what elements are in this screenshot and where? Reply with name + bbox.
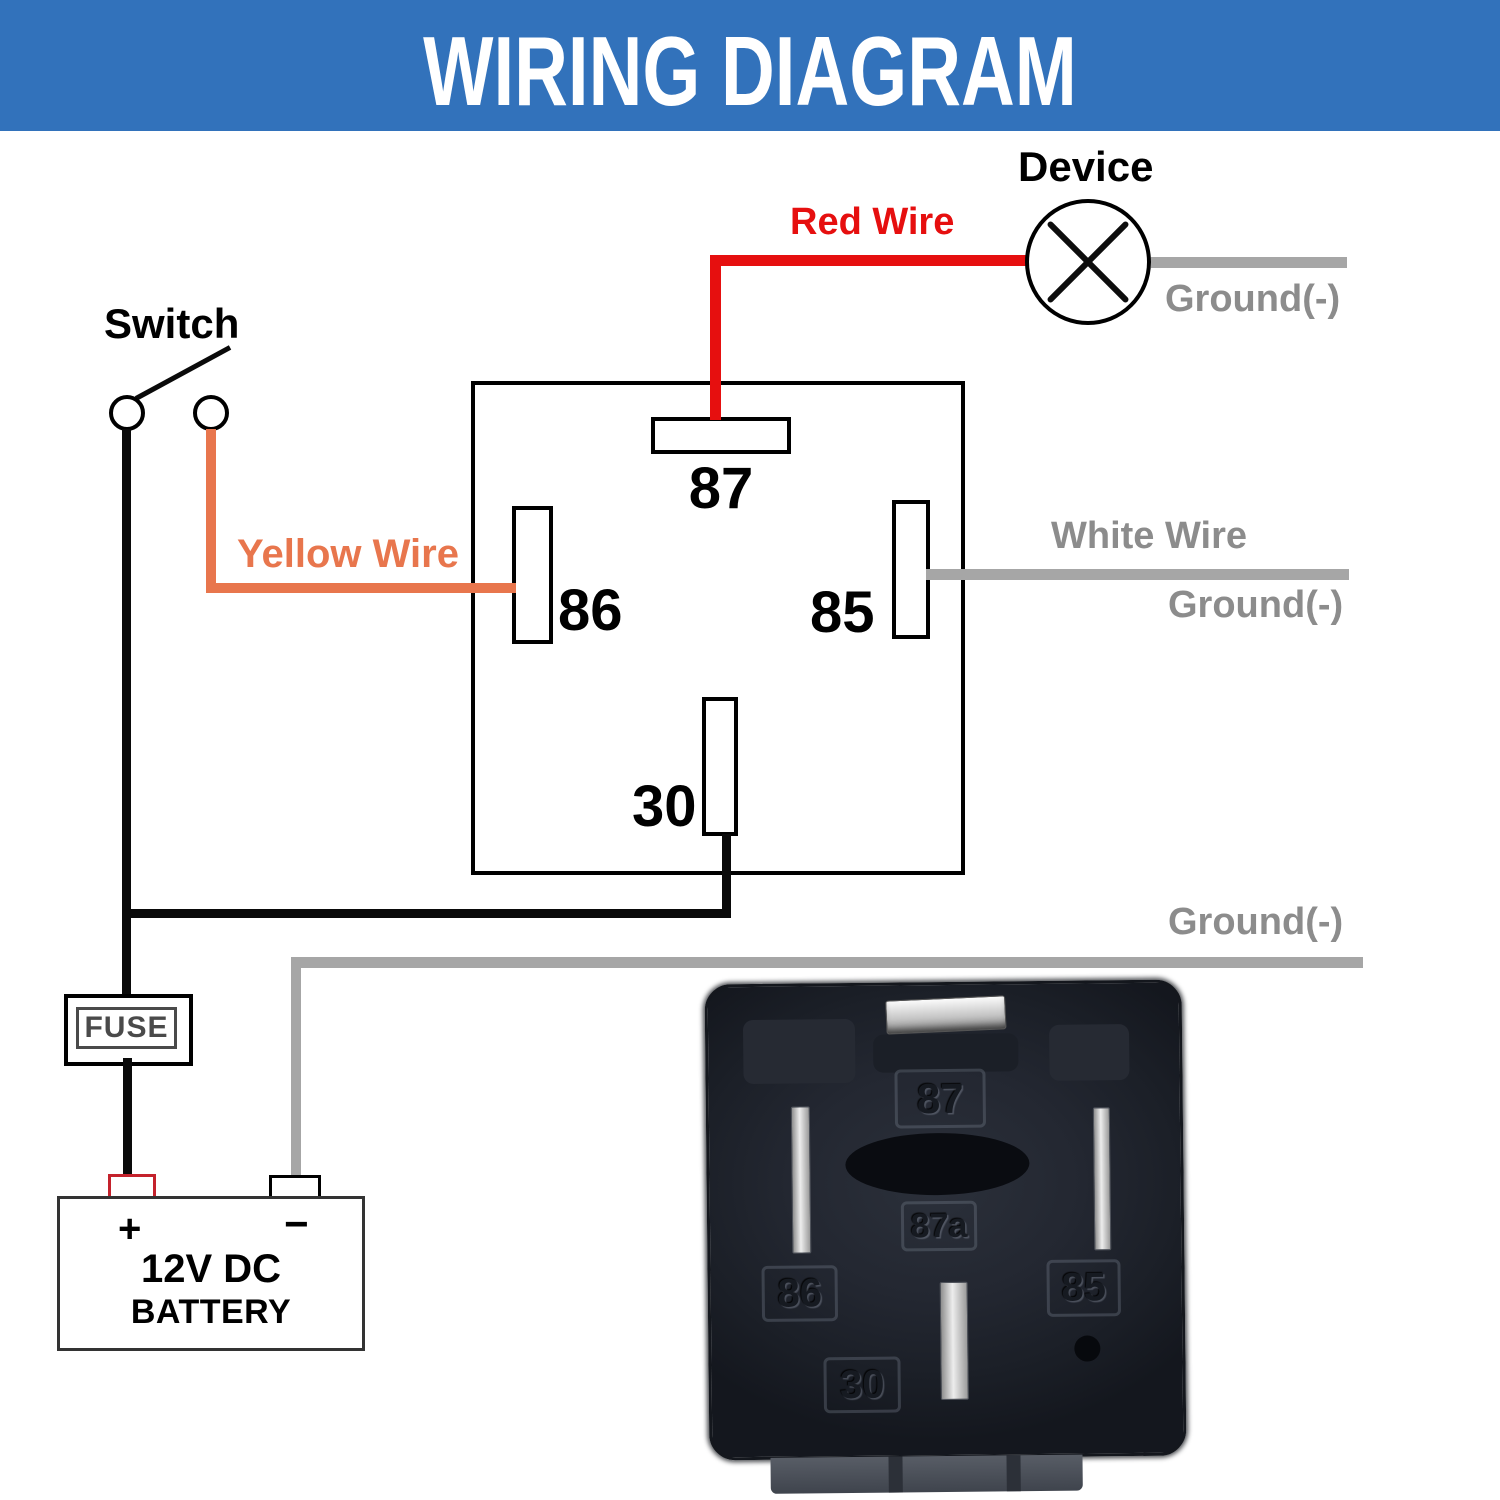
red-wire-horizontal xyxy=(710,255,1027,266)
battery-ground-wire-horizontal xyxy=(291,957,1363,968)
switch-contact-right xyxy=(193,395,229,431)
relay-pin-30-blade xyxy=(939,1281,969,1401)
page-title: WIRING DIAGRAM xyxy=(423,16,1077,126)
battery-plus-sign: + xyxy=(118,1207,142,1251)
relay-pin-87-labelbox: 87 xyxy=(894,1068,987,1129)
battery-minus-sign: − xyxy=(284,1200,309,1247)
junction-wire-horizontal xyxy=(122,909,731,918)
device-label: Device xyxy=(1018,143,1154,190)
relay-pin-87a-label: 87a xyxy=(910,1206,968,1245)
terminal-30-label: 30 xyxy=(632,774,697,839)
red-wire-label: Red Wire xyxy=(790,201,955,243)
yellow-wire-horizontal xyxy=(206,583,516,593)
terminal-30-wire xyxy=(722,834,731,918)
terminal-86-symbol xyxy=(512,506,553,644)
relay-round-hole xyxy=(1074,1335,1101,1362)
battery-ground-wire-vertical xyxy=(291,957,301,1177)
white-wire-label: White Wire xyxy=(1051,515,1247,557)
relay-pin-87a-labelbox: 87a xyxy=(900,1200,978,1252)
terminal-87-label: 87 xyxy=(688,456,754,521)
battery-voltage-label: 12V DC xyxy=(140,1247,282,1291)
switch-lever xyxy=(134,345,232,401)
terminal-86-label: 86 xyxy=(558,578,623,643)
fuse-battery-wire xyxy=(123,1058,132,1176)
ground-label-device: Ground(-) xyxy=(1165,278,1341,320)
switch-wire-vertical xyxy=(122,429,131,996)
relay-photo: 87 87a 86 85 30 xyxy=(704,979,1187,1494)
relay-pin-85-labelbox: 85 xyxy=(1046,1259,1122,1317)
relay-blade-slot xyxy=(873,1033,1019,1073)
yellow-wire-vertical xyxy=(206,429,216,589)
fuse-inner-box: FUSE xyxy=(76,1007,177,1049)
relay-pin-30-labelbox: 30 xyxy=(823,1356,902,1414)
yellow-wire-label: Yellow Wire xyxy=(237,532,459,576)
switch-contact-left xyxy=(109,395,145,431)
relay-pin-85-label: 85 xyxy=(1061,1265,1107,1310)
relay-pin-87-blade xyxy=(885,995,1007,1035)
ground-label-battery: Ground(-) xyxy=(1168,901,1344,943)
relay-pin-87-label: 87 xyxy=(916,1074,964,1122)
device-ground-wire xyxy=(1151,257,1347,268)
relay-pin-85-blade xyxy=(1092,1107,1112,1251)
relay-pin-30-label: 30 xyxy=(839,1362,885,1407)
relay-molded-block xyxy=(1048,1024,1130,1081)
relay-pin-86-labelbox: 86 xyxy=(761,1265,839,1322)
battery-name-label: BATTERY xyxy=(130,1293,292,1331)
relay-bottom-tab xyxy=(770,1454,1083,1494)
terminal-87-symbol xyxy=(651,417,791,454)
header-banner: WIRING DIAGRAM xyxy=(0,0,1500,131)
ground-label-white: Ground(-) xyxy=(1168,584,1344,626)
relay-tab-seam xyxy=(1006,1455,1021,1492)
terminal-30-symbol xyxy=(702,697,738,836)
terminal-85-label: 85 xyxy=(810,580,875,645)
relay-pin-86-label: 86 xyxy=(777,1270,823,1316)
relay-pin-86-blade xyxy=(790,1106,812,1254)
fuse-label: FUSE xyxy=(84,1011,169,1044)
switch-label: Switch xyxy=(104,300,240,347)
battery-box: + − 12V DC BATTERY xyxy=(57,1196,365,1351)
red-wire-vertical xyxy=(710,260,721,420)
white-wire-horizontal xyxy=(926,569,1349,580)
relay-molded-block xyxy=(742,1018,856,1085)
terminal-85-symbol xyxy=(892,500,930,639)
relay-tab-seam xyxy=(888,1456,903,1493)
fuse-box: FUSE xyxy=(64,994,193,1066)
device-lamp-icon xyxy=(1025,199,1151,325)
